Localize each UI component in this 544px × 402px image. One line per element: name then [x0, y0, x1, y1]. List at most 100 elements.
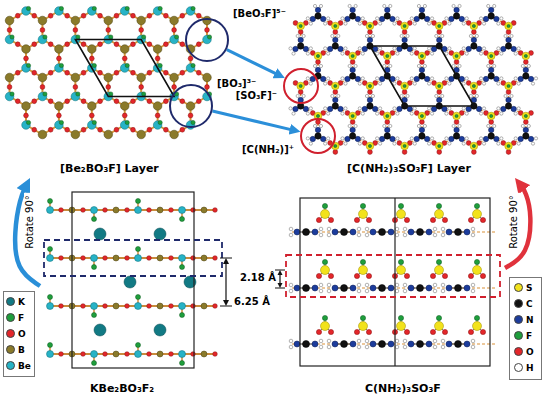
atom: [390, 136, 395, 141]
atom: [147, 256, 152, 261]
atom: [360, 259, 365, 264]
atom: [313, 64, 316, 67]
atom: [98, 42, 103, 47]
atom: [506, 30, 511, 35]
atom: [448, 22, 451, 25]
atom: [332, 341, 338, 347]
atom: [48, 247, 53, 252]
atom: [293, 46, 298, 51]
unit-cell: [370, 46, 474, 106]
atom: [511, 46, 516, 51]
atom: [455, 229, 462, 236]
atom: [341, 17, 344, 20]
atom: [414, 76, 419, 81]
atom: [59, 256, 64, 261]
atom: [397, 210, 406, 219]
atom: [358, 22, 361, 25]
atom: [315, 67, 320, 72]
atom: [367, 37, 372, 42]
atom: [319, 339, 323, 343]
atom: [147, 127, 152, 132]
atom: [48, 295, 53, 300]
atom: [476, 106, 481, 111]
atom: [403, 233, 407, 237]
atom: [410, 17, 413, 20]
atom: [446, 341, 452, 347]
atom: [213, 304, 218, 309]
atom: [332, 43, 338, 49]
atom: [196, 13, 201, 18]
atom: [306, 17, 309, 20]
atom: [523, 120, 528, 125]
atom: [417, 124, 420, 127]
atom: [341, 229, 348, 236]
atom: [92, 313, 97, 318]
atom: [474, 203, 479, 208]
atom: [310, 76, 315, 81]
atom: [157, 255, 163, 261]
atom: [395, 227, 399, 231]
atom: [310, 136, 315, 141]
atom: [319, 283, 323, 287]
atom: [383, 112, 391, 120]
atom: [527, 124, 530, 127]
atom: [104, 16, 113, 25]
formula-title: KBe₂BO₃F₂: [90, 382, 154, 395]
atom: [163, 13, 168, 18]
atom: [153, 45, 162, 54]
atom: [354, 217, 359, 222]
atom: [24, 113, 29, 118]
atom: [445, 77, 448, 80]
atom: [404, 217, 409, 222]
atom: [534, 77, 537, 80]
atom: [350, 229, 356, 235]
atom: [358, 82, 361, 85]
atom: [462, 107, 465, 110]
dimension-label: 6.25 Å: [234, 296, 270, 308]
atom: [482, 82, 485, 85]
atom: [522, 112, 530, 120]
atom: [92, 265, 97, 270]
atom: [59, 304, 64, 309]
atom: [514, 52, 517, 55]
atom: [180, 42, 185, 47]
atom: [157, 207, 163, 213]
legend-text: N: [526, 314, 534, 326]
atom: [135, 351, 142, 358]
atom: [48, 13, 53, 18]
atom: [303, 285, 310, 292]
atom: [368, 84, 371, 87]
atom: [368, 144, 371, 147]
atom: [474, 315, 479, 320]
atom: [471, 43, 477, 49]
atom: [163, 42, 168, 47]
atom: [289, 47, 292, 50]
atom: [327, 283, 331, 287]
atom: [483, 16, 488, 21]
atom: [507, 24, 510, 27]
atom: [135, 207, 142, 214]
atom: [157, 303, 163, 309]
atom: [365, 94, 368, 97]
atom: [174, 92, 178, 96]
atom: [471, 30, 476, 35]
atom: [445, 52, 448, 55]
atom: [379, 229, 386, 236]
atom: [303, 46, 308, 51]
atom: [203, 73, 212, 82]
atom: [354, 273, 359, 278]
atom: [136, 247, 141, 252]
atom: [430, 329, 435, 334]
atom: [408, 341, 414, 347]
atom: [327, 52, 330, 55]
atom: [500, 77, 503, 80]
atom: [487, 64, 490, 67]
atom: [446, 229, 452, 235]
atom: [361, 17, 364, 20]
atom: [94, 324, 106, 336]
atom: [511, 106, 516, 111]
dimension-label: 2.18 Å: [240, 272, 276, 284]
atom: [179, 303, 186, 310]
legend-text: Be: [18, 360, 31, 372]
